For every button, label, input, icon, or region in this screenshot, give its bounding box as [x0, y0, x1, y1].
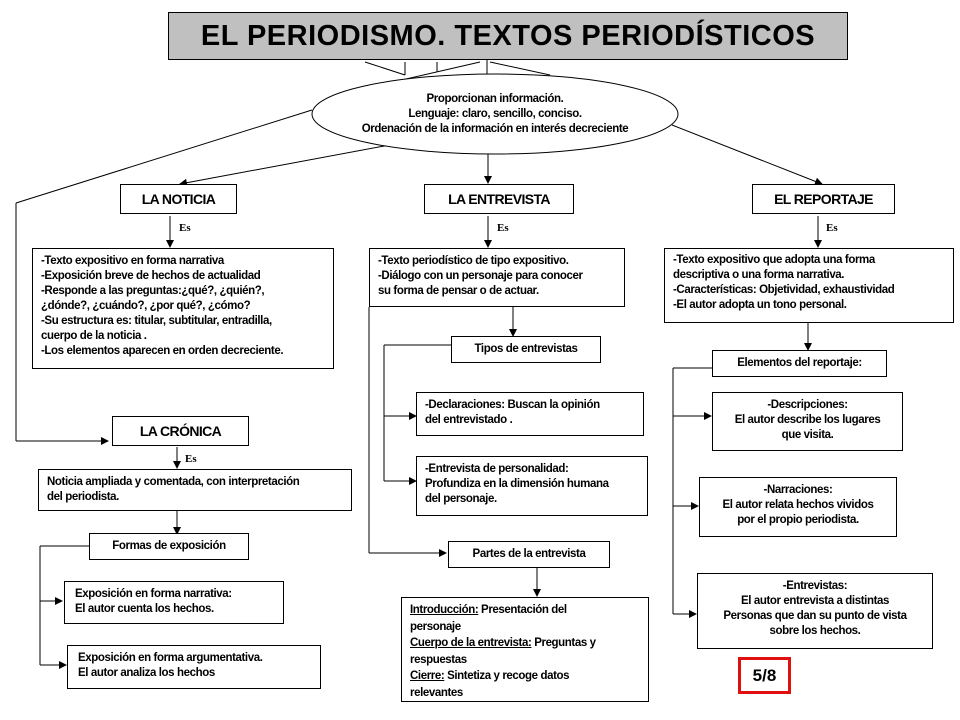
parte-text: Presentación del: [478, 604, 567, 616]
noticia-description: -Texto expositivo en forma narrativa -Ex…: [32, 248, 334, 369]
tipo-text: del personaje.: [425, 493, 497, 505]
forma-text: El autor cuenta los hechos.: [75, 603, 214, 615]
elemento-text: El autor relata hechos vividos: [722, 499, 874, 511]
elemento-text: por el propio periodista.: [737, 514, 859, 526]
elemento-text: Personas que dan su punto de vista: [723, 610, 907, 622]
heading-entrevista-text: LA ENTREVISTA: [448, 190, 550, 207]
forma-narrativa-box: Exposición en forma narrativa: El autor …: [64, 581, 284, 624]
elemento-narraciones-box: -Narraciones: El autor relata hechos viv…: [699, 477, 897, 537]
page-indicator: 5/8: [738, 657, 791, 694]
reportaje-line: -Características: Objetividad, exhaustiv…: [673, 284, 895, 296]
parte-text: Preguntas y: [531, 637, 596, 649]
connector-label-es: Es: [179, 222, 191, 234]
heading-entrevista: LA ENTREVISTA: [424, 184, 574, 214]
elemento-text: sobre los hechos.: [769, 625, 861, 637]
elemento-text: El autor entrevista a distintas: [740, 595, 889, 607]
noticia-line: -Los elementos aparecen en orden decreci…: [41, 345, 284, 357]
noticia-line: -Su estructura es: titular, subtitular, …: [41, 315, 272, 327]
page-indicator-text: 5/8: [752, 665, 777, 685]
heading-noticia: LA NOTICIA: [120, 184, 237, 214]
noticia-line: -Exposición breve de hechos de actualida…: [41, 270, 261, 282]
noticia-line: cuerpo de la noticia .: [41, 330, 147, 342]
elemento-text: El autor describe los lugares: [734, 414, 881, 426]
heading-cronica: LA CRÓNICA: [112, 416, 249, 446]
noticia-line: ¿dónde?, ¿cuándo?, ¿por qué?, ¿cómo?: [41, 300, 251, 312]
tipo-declaraciones-box: -Declaraciones: Buscan la opinión del en…: [416, 392, 644, 436]
ellipse-line: Ordenación de la información en interés …: [361, 122, 629, 135]
partes-heading-text: Partes de la entrevista: [472, 548, 586, 560]
heading-noticia-text: LA NOTICIA: [141, 190, 216, 207]
formas-exposicion-heading: Formas de exposición: [89, 533, 249, 560]
elementos-reportaje-heading: Elementos del reportaje:: [712, 350, 887, 377]
elemento-title: -Narraciones:: [763, 484, 833, 496]
forma-title: Exposición en forma narrativa:: [75, 588, 232, 600]
reportaje-description: -Texto expositivo que adopta una forma d…: [664, 248, 954, 323]
ellipse-line: Proporcionan información.: [426, 92, 564, 105]
ellipse-line: Lenguaje: claro, sencillo, conciso.: [408, 107, 582, 120]
diagram-title-text: EL PERIODISMO. TEXTOS PERIODÍSTICOS: [200, 19, 816, 52]
formas-heading-text: Formas de exposición: [112, 540, 226, 552]
tipo-title: -Entrevista de personalidad:: [425, 463, 569, 475]
elementos-heading-text: Elementos del reportaje:: [737, 357, 862, 369]
cronica-line: del periodista.: [47, 491, 119, 503]
elemento-title: -Descripciones:: [767, 399, 848, 411]
entrevista-description: -Texto periodístico de tipo expositivo. …: [369, 248, 625, 307]
tipo-text: del entrevistado .: [425, 414, 513, 426]
tipo-personalidad-box: -Entrevista de personalidad: Profundiza …: [416, 456, 648, 516]
noticia-line: -Texto expositivo en forma narrativa: [41, 255, 224, 267]
elemento-text: que visita.: [781, 429, 834, 441]
connector-label-es: Es: [185, 453, 197, 465]
parte-text: relevantes: [410, 686, 463, 699]
entrevista-line: -Texto periodístico de tipo expositivo.: [378, 255, 569, 267]
diagram-title: EL PERIODISMO. TEXTOS PERIODÍSTICOS: [168, 12, 848, 60]
elemento-title: -Entrevistas:: [782, 580, 848, 592]
forma-title: Exposición en forma argumentativa.: [78, 652, 263, 664]
reportaje-line: -Texto expositivo que adopta una forma: [673, 254, 875, 266]
parte-label: Cuerpo de la entrevista:: [410, 637, 532, 649]
heading-reportaje-text: EL REPORTAJE: [774, 190, 873, 207]
tipo-title: -Declaraciones:: [425, 399, 505, 411]
heading-cronica-text: LA CRÓNICA: [139, 422, 222, 439]
forma-text: El autor analiza los hechos: [78, 667, 215, 679]
parte-text: respuestas: [410, 653, 467, 666]
tipo-text: Profundiza en la dimensión humana: [425, 478, 609, 490]
partes-entrevista-heading: Partes de la entrevista: [448, 541, 610, 568]
parte-text: Sintetiza y recoge datos: [444, 670, 570, 682]
ellipse-summary: Proporcionan información. Lenguaje: clar…: [310, 72, 680, 156]
reportaje-line: descriptiva o una forma narrativa.: [673, 269, 845, 281]
heading-reportaje: EL REPORTAJE: [752, 184, 895, 214]
partes-entrevista-box: Introducción: Presentación del personaje…: [401, 597, 649, 702]
noticia-line: -Responde a las preguntas:¿qué?, ¿quién?…: [41, 285, 265, 297]
cronica-line: Noticia ampliada y comentada, con interp…: [47, 476, 300, 488]
tipo-text: Buscan la opinión: [504, 399, 600, 411]
connector-label-es: Es: [826, 222, 838, 234]
entrevista-line: su forma de pensar o de actuar.: [378, 285, 539, 297]
elemento-entrevistas-box: -Entrevistas: El autor entrevista a dist…: [697, 573, 933, 649]
connector-label-es: Es: [497, 222, 509, 234]
tipos-entrevistas-heading: Tipos de entrevistas: [451, 336, 601, 363]
entrevista-line: -Diálogo con un personaje para conocer: [378, 270, 583, 282]
parte-text: personaje: [410, 620, 461, 633]
parte-label: Cierre:: [410, 670, 445, 682]
tipos-heading-text: Tipos de entrevistas: [474, 343, 578, 355]
reportaje-line: -El autor adopta un tono personal.: [673, 299, 847, 311]
elemento-descripciones-box: -Descripciones: El autor describe los lu…: [712, 392, 903, 451]
parte-label: Introducción:: [410, 604, 479, 616]
forma-argumentativa-box: Exposición en forma argumentativa. El au…: [67, 645, 321, 689]
ellipse-shape: [311, 73, 679, 155]
cronica-description: Noticia ampliada y comentada, con interp…: [38, 469, 352, 511]
